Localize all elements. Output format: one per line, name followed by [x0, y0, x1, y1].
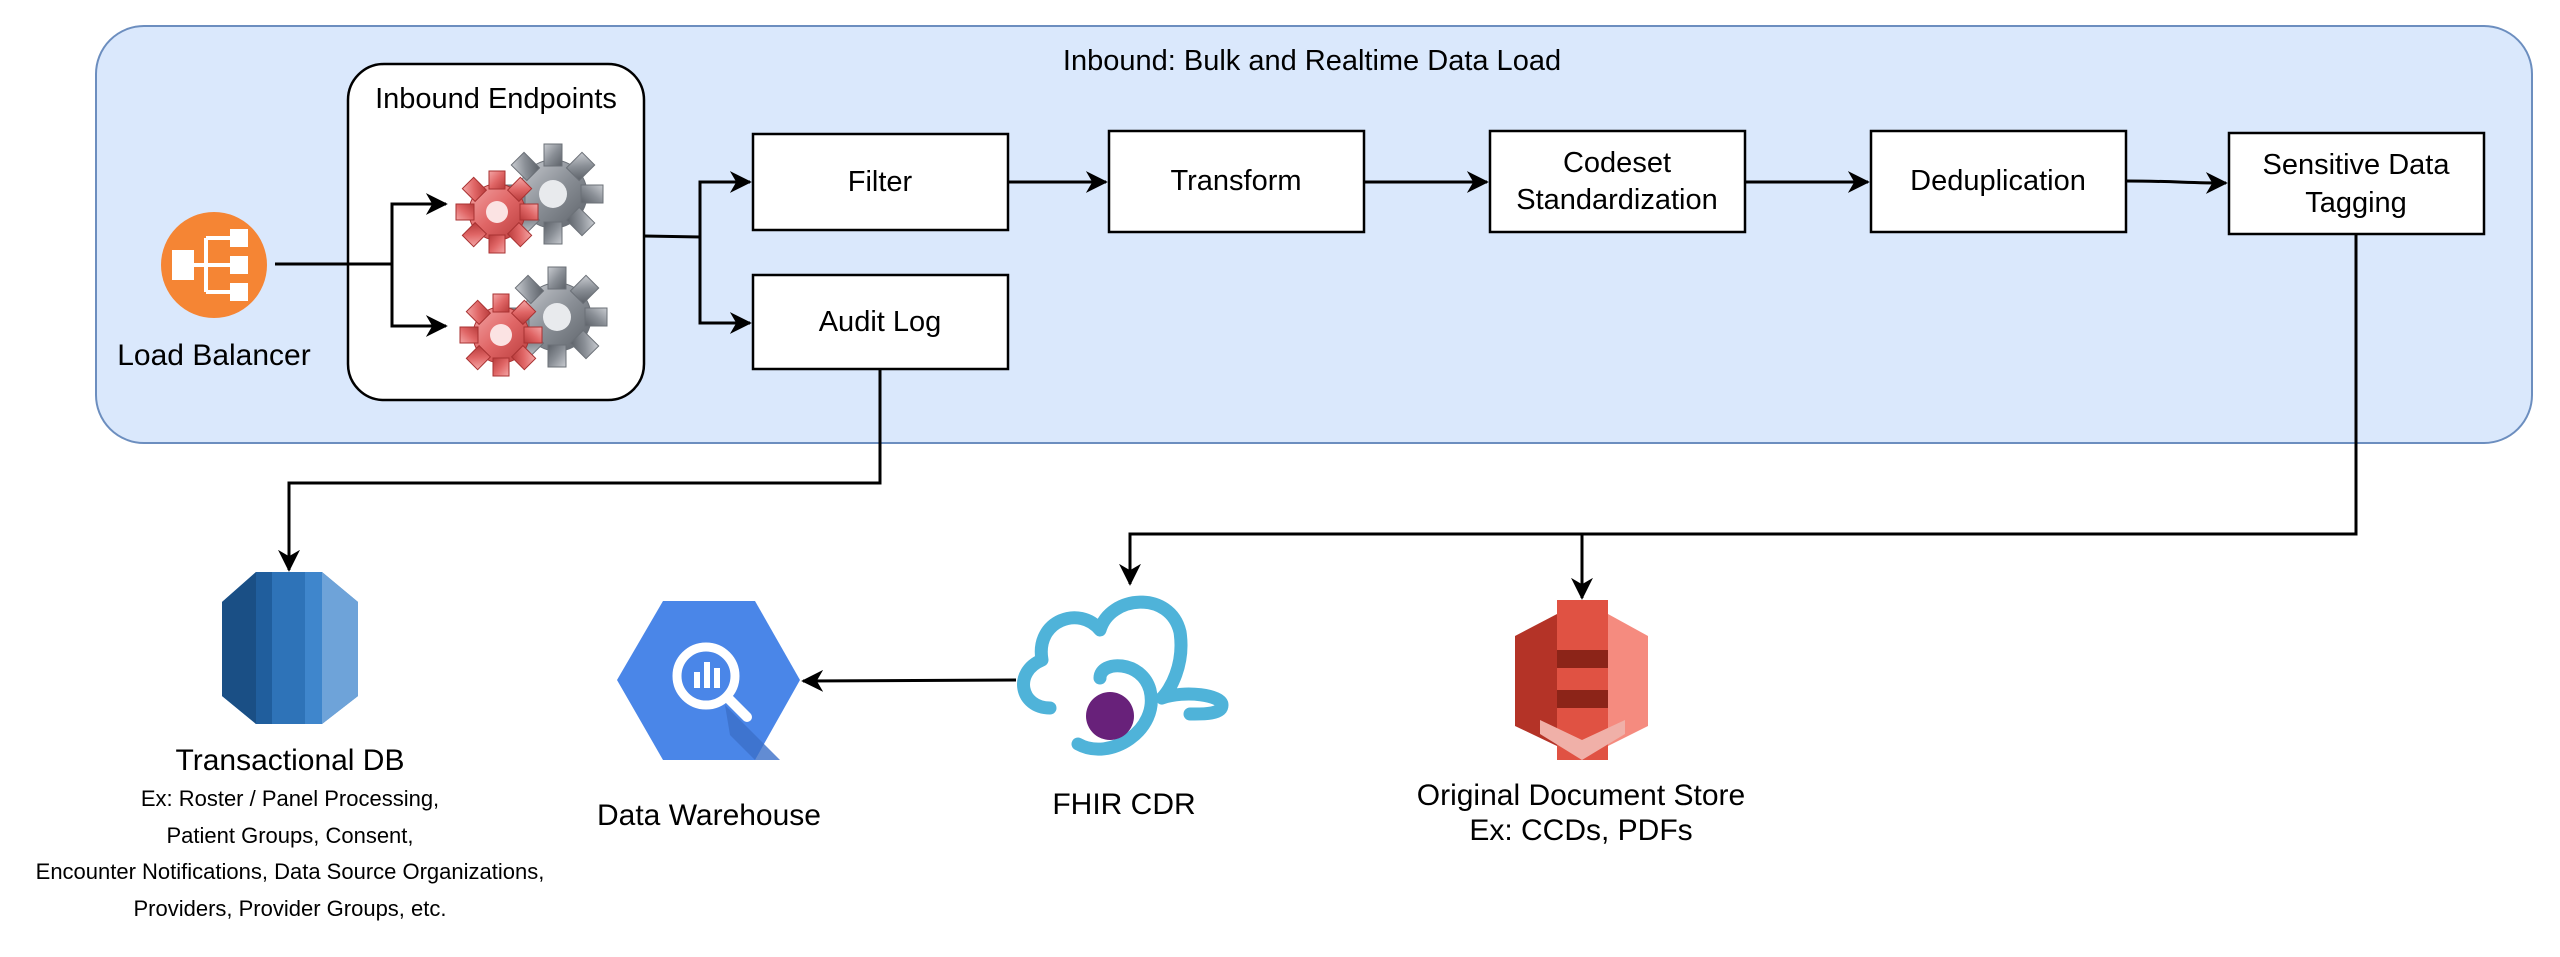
- data-warehouse-label: Data Warehouse: [597, 799, 821, 832]
- connector-lb-to-endpoint-2: [390, 264, 448, 337]
- connector-dedup-to-sensitive: [2125, 171, 2228, 194]
- transactional-db-title: Transactional DB: [176, 744, 405, 777]
- connector-endpoints-to-audit: [698, 237, 752, 334]
- document-store-label-line2: Ex: CCDs, PDFs: [1469, 814, 1692, 847]
- load-balancer-label: Load Balancer: [117, 339, 310, 372]
- audit-log-label: Audit Log: [819, 306, 942, 338]
- codeset-standardization-box: [1488, 129, 1747, 234]
- bigquery-icon: [617, 601, 800, 760]
- database-icon: [222, 572, 358, 724]
- load-balancer-icon: [161, 212, 267, 318]
- filter-box: [751, 132, 1010, 232]
- cloud-icon: [1017, 595, 1229, 756]
- deduplication-label: Deduplication: [1910, 165, 2086, 197]
- fhir-cdr-label: FHIR CDR: [1052, 788, 1195, 821]
- transactional-db-detail-1: Ex: Roster / Panel Processing,: [141, 786, 439, 811]
- filter-label: Filter: [848, 166, 913, 198]
- connector-fhir-to-warehouse: [801, 669, 1017, 692]
- transform-box: [1107, 129, 1366, 234]
- connector-endpoints-to-filter: [643, 171, 752, 239]
- inbound-endpoints-title: Inbound Endpoints: [375, 83, 617, 115]
- gears-icon: [455, 143, 608, 377]
- codeset-label-line2: Standardization: [1516, 184, 1718, 216]
- s3-bucket-icon: [1515, 600, 1648, 760]
- deduplication-box: [1869, 129, 2128, 234]
- transform-label: Transform: [1170, 165, 1301, 197]
- document-store-label-line1: Original Document Store: [1417, 779, 1745, 812]
- codeset-label-line1: Codeset: [1563, 147, 1671, 179]
- sensitive-data-tagging-box: [2227, 131, 2486, 236]
- connector-lb-to-endpoint-1: [275, 193, 448, 266]
- transactional-db-detail-2: Patient Groups, Consent,: [166, 823, 413, 848]
- connectors: [275, 171, 2358, 692]
- sensitive-label-line2: Tagging: [2305, 187, 2407, 219]
- panel-title: Inbound: Bulk and Realtime Data Load: [1063, 45, 1561, 77]
- audit-log-box: [751, 273, 1010, 371]
- sensitive-label-line1: Sensitive Data: [2263, 149, 2451, 181]
- transactional-db-detail-4: Providers, Provider Groups, etc.: [133, 896, 446, 921]
- transactional-db-detail-3: Encounter Notifications, Data Source Org…: [36, 859, 545, 884]
- connector-audit-to-db: [278, 369, 882, 572]
- connector-sensitive-to-fhir: [1119, 234, 2358, 586]
